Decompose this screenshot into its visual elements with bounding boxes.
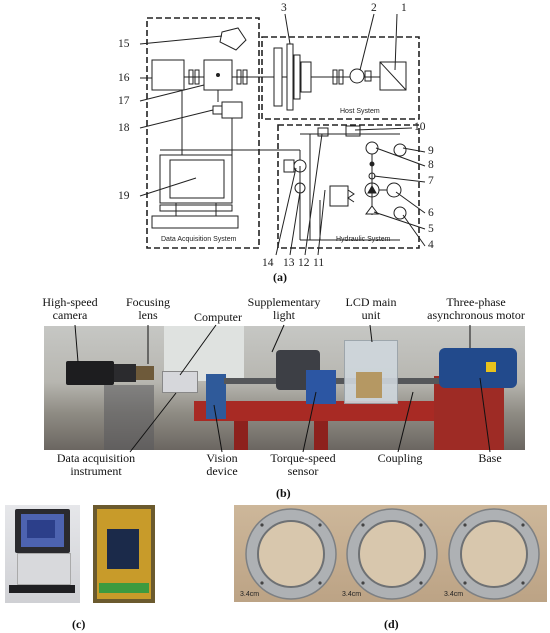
label-19: 19 [118, 190, 130, 202]
hydraulic-system-box [277, 124, 420, 249]
torque-sensor [306, 370, 336, 404]
label-data-acquisition-instrument: Data acquisition instrument [56, 451, 136, 478]
discs-photo [234, 505, 547, 602]
label-10: 10 [414, 121, 426, 133]
label-8: 8 [428, 159, 434, 171]
label-14: 14 [262, 257, 274, 269]
label-5: 5 [428, 223, 434, 235]
label-supplementary-light: Supplementary light [247, 295, 321, 322]
label-3: 3 [281, 2, 287, 14]
label-lcd-main-unit: LCD main unit [345, 295, 397, 322]
instrument-box [162, 371, 198, 393]
label-6: 6 [428, 207, 434, 219]
label-vision-device: Vision device [206, 451, 238, 478]
computer-photo [5, 505, 80, 603]
host-system-box [261, 36, 420, 120]
host-system-label: Host System [340, 108, 380, 115]
circuit-board-photo [93, 505, 155, 603]
label-coupling: Coupling [377, 451, 423, 465]
camera-body [66, 361, 114, 385]
label-17: 17 [118, 95, 130, 107]
caption-c: (c) [72, 617, 86, 631]
test-rig-photo [44, 326, 525, 450]
label-torque-speed-sensor: Torque-speed sensor [270, 451, 336, 478]
label-9: 9 [428, 145, 434, 157]
scale-label-2: 3.4cm [342, 591, 362, 598]
label-high-speed-camera: High-speed camera [42, 295, 98, 322]
label-12: 12 [298, 257, 310, 269]
label-2: 2 [371, 2, 377, 14]
data-acquisition-box [146, 17, 260, 249]
label-11: 11 [313, 257, 325, 269]
hydraulic-system-label: Hydraulic System [336, 236, 391, 243]
label-computer: Computer [194, 310, 242, 324]
motor [439, 348, 517, 388]
caption-d: (d) [384, 617, 399, 631]
label-18: 18 [118, 122, 130, 134]
label-focusing-lens: Focusing lens [125, 295, 171, 322]
label-7: 7 [428, 175, 434, 187]
schematic-drawing [139, 13, 426, 256]
scale-label-3: 3.4cm [444, 591, 464, 598]
label-base: Base [478, 451, 502, 465]
keyboard [9, 585, 75, 593]
label-three-phase-motor: Three-phase asynchronous motor [427, 295, 525, 322]
caption-b: (b) [276, 486, 291, 500]
label-4: 4 [428, 239, 434, 251]
label-1: 1 [401, 2, 407, 14]
label-13: 13 [283, 257, 295, 269]
data-acquisition-label: Data Acquisition System [161, 236, 237, 243]
label-15: 15 [118, 38, 130, 50]
scale-label-1: 3.4cm [240, 591, 260, 598]
vision-device [206, 374, 226, 419]
label-16: 16 [118, 72, 130, 84]
caption-a: (a) [273, 270, 287, 284]
